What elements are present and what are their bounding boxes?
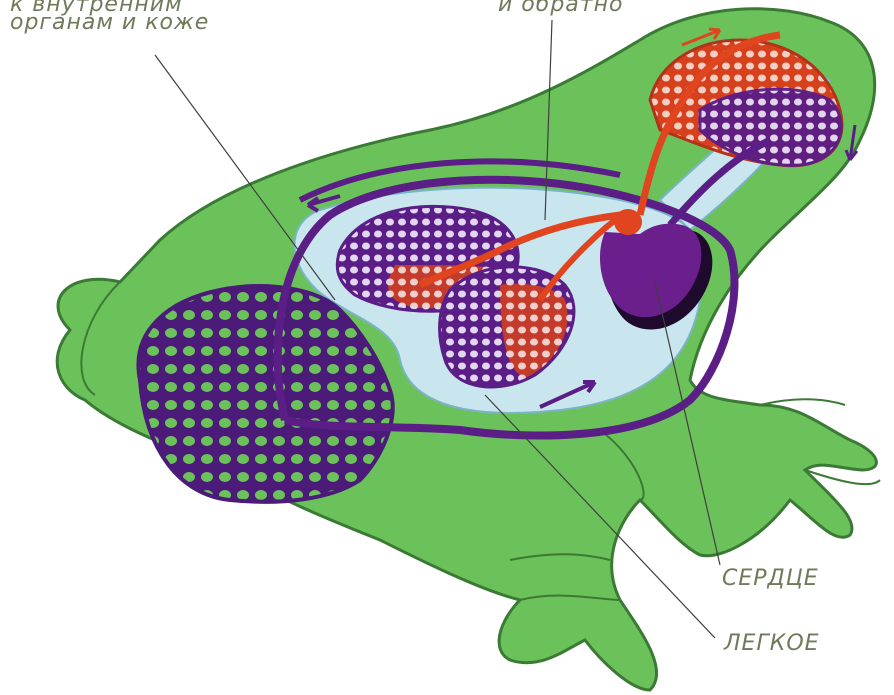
label-and-back: и обратно — [498, 0, 623, 17]
label-lung: ЛЕГКОЕ — [724, 631, 820, 656]
label-to-organs-line2: органам и коже — [10, 10, 209, 35]
label-heart: СЕРДЦЕ — [722, 566, 819, 591]
heart-atrium-red — [614, 209, 642, 235]
